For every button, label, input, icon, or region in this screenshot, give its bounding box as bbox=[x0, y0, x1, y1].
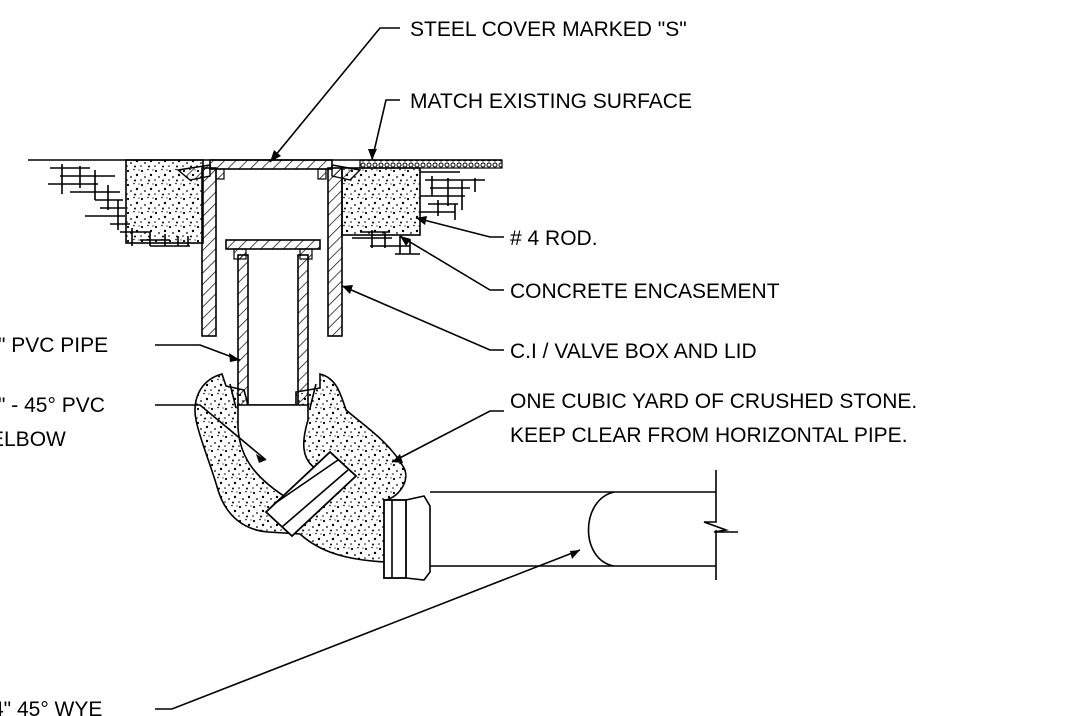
valve-box-wall-left bbox=[201, 167, 217, 337]
elbow-coupling bbox=[264, 450, 358, 538]
label-steel-cover: STEEL COVER MARKED "S" bbox=[410, 18, 687, 41]
soil-symbol-right bbox=[352, 171, 485, 255]
pipe-end-arc bbox=[587, 491, 615, 567]
label-wye: 4" 45° WYE bbox=[0, 698, 102, 716]
cover-lug-left bbox=[215, 168, 225, 180]
wye-hub bbox=[383, 499, 407, 579]
label-crushed-stone-line1: ONE CUBIC YARD OF CRUSHED STONE. bbox=[510, 390, 917, 413]
valve-box-wall-right bbox=[327, 167, 343, 337]
pipe-cap bbox=[225, 239, 321, 250]
concrete-encasement-right bbox=[341, 167, 421, 236]
label-match-surface: MATCH EXISTING SURFACE bbox=[410, 90, 692, 113]
existing-surface bbox=[359, 159, 503, 169]
label-pvc-pipe: " PVC PIPE bbox=[0, 334, 108, 357]
leader-lines bbox=[155, 27, 581, 710]
pvc-pipe-wall-left bbox=[237, 254, 249, 408]
pvc-pipe-wall-right bbox=[297, 254, 309, 408]
label-rod: # 4 ROD. bbox=[510, 227, 598, 250]
break-line bbox=[703, 470, 738, 580]
label-concrete-encasement: CONCRETE ENCASEMENT bbox=[510, 280, 780, 303]
label-valve-box: C.I / VALVE BOX AND LID bbox=[510, 340, 757, 363]
cover-lug-right bbox=[317, 168, 327, 180]
label-crushed-stone-line2: KEEP CLEAR FROM HORIZONTAL PIPE. bbox=[510, 424, 908, 447]
arrowheads bbox=[229, 149, 580, 559]
label-elbow-line2: ELBOW bbox=[0, 428, 66, 451]
label-elbow-line1: " - 45° PVC bbox=[0, 394, 105, 417]
